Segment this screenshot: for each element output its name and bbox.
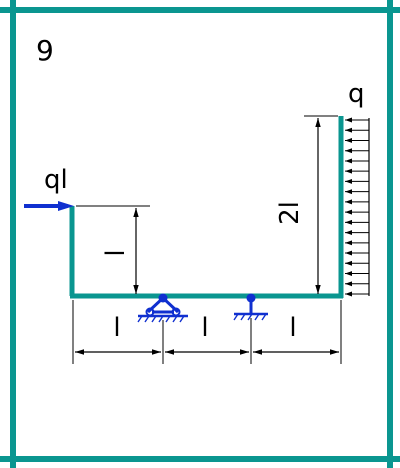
structure-frame (69, 116, 344, 299)
distributed-load-label: q (348, 79, 365, 109)
pin-support-icon (137, 293, 188, 323)
right-height-dimension: 2l (275, 115, 338, 294)
span-2-label: l (201, 313, 208, 343)
span-1-label: l (113, 313, 120, 343)
point-force-label: ql (44, 165, 68, 195)
frame-left-line (10, 0, 16, 468)
left-height-label: l (101, 249, 131, 256)
frame-bottom-line (0, 456, 400, 462)
point-force-arrow-icon (58, 201, 74, 211)
left-height-dimension: l (76, 205, 150, 294)
roller-support-icon (233, 293, 268, 321)
span-3-label: l (289, 313, 296, 343)
point-force: ql (24, 165, 74, 211)
right-height-label: 2l (275, 201, 305, 225)
distributed-load: q (345, 79, 370, 297)
span-dimensions: l l l (72, 300, 342, 364)
frame-top-line (0, 7, 400, 13)
problem-number: 9 (36, 34, 54, 67)
frame-right-line (387, 0, 393, 468)
